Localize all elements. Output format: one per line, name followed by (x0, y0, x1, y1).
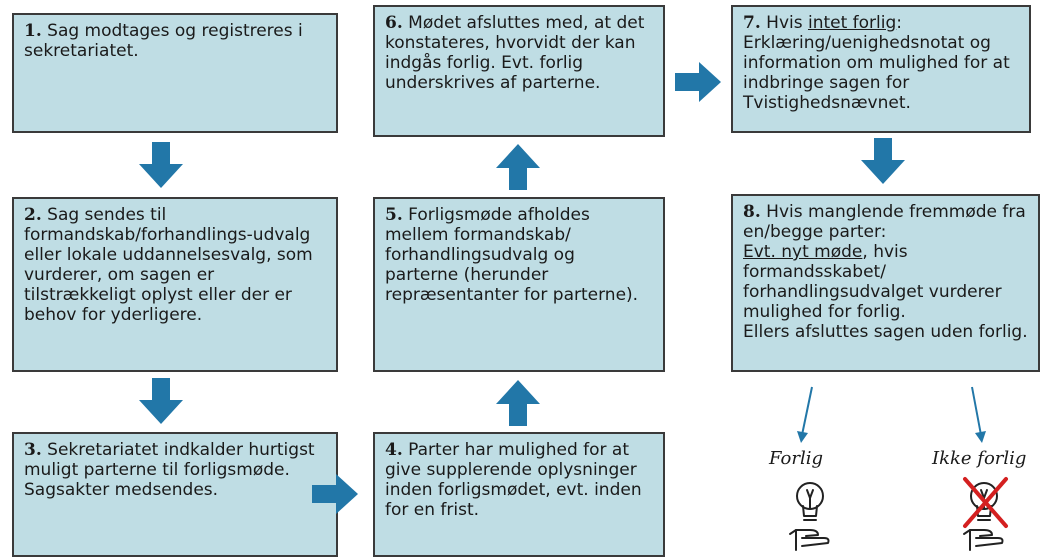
arrow-2-to-3 (139, 378, 183, 424)
lightbulb-hand-icon (789, 482, 830, 551)
step-3-number: 3. (24, 440, 42, 460)
step-4-text: Parter har mulighed for at give supplere… (385, 440, 642, 520)
step-8-box: 8. Hvis manglende fremmøde fra en/begge … (731, 194, 1040, 372)
arrow-to-forlig (797, 386, 813, 443)
step-7-pre: Hvis (766, 13, 808, 33)
step-2-text: Sag sendes til formandskab/forhandlings-… (24, 205, 313, 325)
arrow-7-to-8 (861, 138, 905, 184)
step-3-box: 3. Sekretariatet indkalder hurtigst muli… (12, 432, 338, 557)
step-7-box: 7. Hvis intet forlig: Erklæring/uenighed… (731, 5, 1031, 133)
arrow-1-to-2 (139, 142, 183, 188)
outcome-ikke-forlig-label: Ikke forlig (932, 448, 1027, 469)
step-7-number: 7. (743, 13, 761, 33)
step-4-number: 4. (385, 440, 403, 460)
arrow-to-ikke-forlig (971, 386, 986, 443)
arrow-6-to-7 (675, 62, 721, 102)
step-2-box: 2. Sag sendes til formandskab/forhandlin… (12, 197, 338, 372)
step-3-text: Sekretariatet indkalder hurtigst muligt … (24, 440, 315, 500)
step-8-number: 8. (743, 202, 761, 222)
step-8-underlined: Evt. nyt møde (743, 242, 863, 262)
outcome-forlig-label: Forlig (769, 448, 823, 469)
step-8-last: Ellers afsluttes sagen uden forlig. (743, 322, 1028, 342)
step-5-text: Forligsmøde afholdes mellem formandskab/… (385, 205, 639, 305)
arrow-3-to-4 (312, 474, 358, 514)
arrow-5-to-6 (496, 144, 540, 190)
step-6-box: 6. Mødet afsluttes med, at det konstater… (373, 5, 665, 137)
step-1-box: 1. Sag modtages og registreres i sekreta… (12, 13, 338, 133)
step-7-text: Erklæring/uenighedsnotat og information … (743, 33, 1010, 113)
step-5-number: 5. (385, 205, 403, 225)
step-6-text: Mødet afsluttes med, at det konstateres,… (385, 13, 645, 93)
step-2-number: 2. (24, 205, 42, 225)
step-6-number: 6. (385, 13, 403, 33)
step-7-post: : (896, 13, 903, 33)
step-8-post: , hvis formandsskabet/ forhandlingsudval… (743, 242, 1002, 322)
step-5-box: 5. Forligsmøde afholdes mellem formandsk… (373, 197, 665, 372)
step-4-box: 4. Parter har mulighed for at give suppl… (373, 432, 665, 557)
lightbulb-hand-crossed-icon (963, 477, 1008, 551)
step-8-line1: Hvis manglende fremmøde fra en/begge par… (743, 202, 1026, 242)
arrow-4-to-5 (496, 380, 540, 426)
step-1-number: 1. (24, 21, 42, 41)
step-7-underlined: intet forlig (807, 13, 897, 33)
step-1-text: Sag modtages og registreres i sekretaria… (24, 21, 303, 61)
